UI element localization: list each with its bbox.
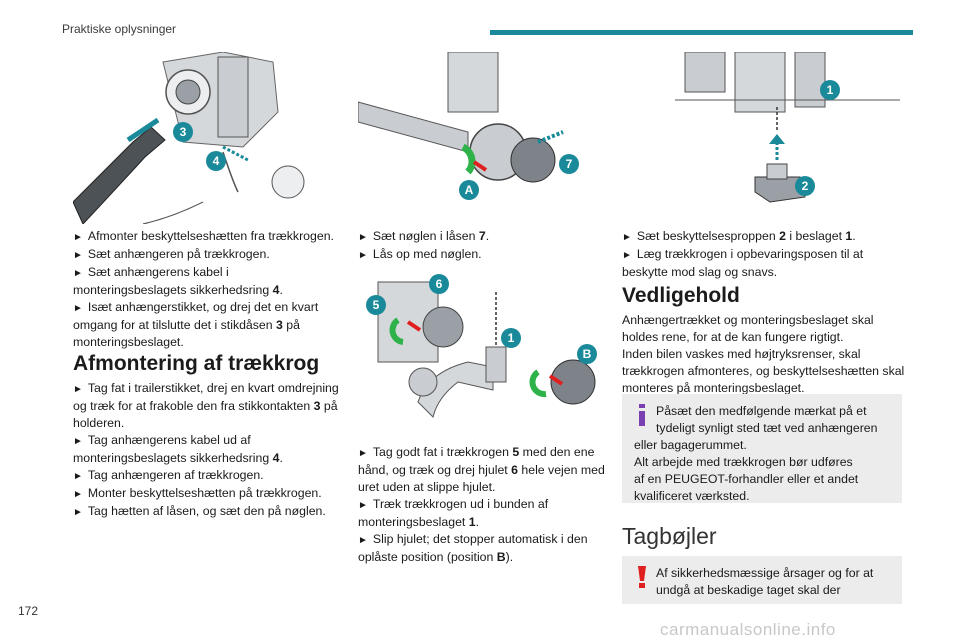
triangle-bullet-icon: ► xyxy=(73,250,83,261)
fig3-label-5: 5 xyxy=(373,298,380,312)
fig3-label-B: B xyxy=(583,347,592,361)
figure-connector-socket: 3 4 xyxy=(73,52,335,224)
triangle-bullet-icon: ► xyxy=(358,500,368,511)
page-header-title: Praktiske oplysninger xyxy=(62,22,177,36)
step-item: ►Slip hjulet; det stopper automatisk i d… xyxy=(358,532,588,564)
column-right-top: ►Sæt beskyttelsesproppen 2 i beslaget 1.… xyxy=(622,228,907,281)
column-middle-bottom: ►Tag godt fat i trækkrogen 5 med den ene… xyxy=(358,444,608,566)
warning-line: Af sikkerhedsmæssige årsager og for at xyxy=(656,566,874,580)
triangle-bullet-icon: ► xyxy=(73,384,83,395)
figure-key-lock: 7 A xyxy=(358,52,606,210)
heading-afmontering: Afmontering af trækkrog xyxy=(73,352,320,375)
info-line: Alt arbejde med trækkrogen bør udføres xyxy=(634,455,853,469)
info-icon xyxy=(639,404,645,426)
warning-line: undgå at beskadige taget skal der xyxy=(656,583,841,597)
header-accent-bar xyxy=(490,30,913,35)
triangle-bullet-icon: ► xyxy=(73,232,83,243)
fig1-label-3: 3 xyxy=(180,125,187,139)
fig1-label-4: 4 xyxy=(213,154,220,168)
triangle-bullet-icon: ► xyxy=(73,436,83,447)
fig3-label-6: 6 xyxy=(436,277,443,291)
paragraph: Anhængertrækket og monteringsbeslaget sk… xyxy=(622,313,874,344)
figure-protective-plug: 1 2 xyxy=(675,52,900,214)
triangle-bullet-icon: ► xyxy=(73,268,83,279)
triangle-bullet-icon: ► xyxy=(358,250,368,261)
triangle-bullet-icon: ► xyxy=(73,303,83,314)
triangle-bullet-icon: ► xyxy=(358,448,368,459)
step-item: ►Sæt anhængerens kabel i monteringsbesla… xyxy=(73,265,283,297)
page-number: 172 xyxy=(18,604,39,618)
fig4-label-2: 2 xyxy=(802,179,809,193)
step-item: ►Træk trækkrogen ud i bunden af monterin… xyxy=(358,497,549,529)
triangle-bullet-icon: ► xyxy=(73,507,83,518)
info-notice-box: Påsæt den medfølgende mærkat på et tydel… xyxy=(622,394,902,503)
triangle-bullet-icon: ► xyxy=(73,489,83,500)
step-item: ►Tag hætten af låsen, og sæt den på nøgl… xyxy=(73,504,326,518)
info-line: af en PEUGEOT-forhandler eller et andet xyxy=(634,472,859,486)
step-item: ►Sæt nøglen i låsen 7. xyxy=(358,229,490,243)
step-item: ►Sæt anhængeren på trækkrogen. xyxy=(73,247,270,261)
step-item: ►Tag fat i trailerstikket, drej en kvart… xyxy=(73,381,339,430)
triangle-bullet-icon: ► xyxy=(73,471,83,482)
triangle-bullet-icon: ► xyxy=(358,232,368,243)
heading-tagbojler: Tagbøjler xyxy=(622,523,717,549)
step-item: ►Læg trækkrogen i opbevaringsposen til a… xyxy=(622,247,864,279)
paragraph: Inden bilen vaskes med højtryksrenser, s… xyxy=(622,347,905,395)
info-line: kvalificeret værksted. xyxy=(634,489,750,503)
step-item: ►Lås op med nøglen. xyxy=(358,247,482,261)
watermark-text: carmanualsonline.info xyxy=(660,620,836,639)
heading-vedligehold: Vedligehold xyxy=(622,284,740,307)
warning-exclamation-icon xyxy=(638,566,646,588)
step-item: ►Afmonter beskyttelseshætten fra trækkro… xyxy=(73,229,334,243)
fig2-label-7: 7 xyxy=(566,157,573,171)
step-item: ►Tag godt fat i trækkrogen 5 med den ene… xyxy=(358,445,605,494)
triangle-bullet-icon: ► xyxy=(622,250,632,261)
step-item: ►Tag anhængeren af trækkrogen. xyxy=(73,468,264,482)
column-middle-top: ►Sæt nøglen i låsen 7. ►Lås op med nøgle… xyxy=(358,228,608,264)
figure-towbar-removal: 5 6 1 B xyxy=(358,272,608,432)
warning-notice-box: Af sikkerhedsmæssige årsager og for at u… xyxy=(622,556,902,604)
maintenance-text: Anhængertrækket og monteringsbeslaget sk… xyxy=(622,312,907,397)
step-item: ►Sæt beskyttelsesproppen 2 i beslaget 1. xyxy=(622,229,856,243)
fig3-label-1: 1 xyxy=(508,331,515,345)
step-item: ►Tag anhængerens kabel ud af monteringsb… xyxy=(73,433,283,465)
info-line: tydeligt synligt sted tæt ved anhængeren xyxy=(656,421,878,435)
info-line: Påsæt den medfølgende mærkat på et xyxy=(656,404,867,418)
triangle-bullet-icon: ► xyxy=(358,535,368,546)
step-item: ►Monter beskyttelseshætten på trækkrogen… xyxy=(73,486,322,500)
fig4-label-1: 1 xyxy=(827,83,834,97)
triangle-bullet-icon: ► xyxy=(622,232,632,243)
fig2-label-A: A xyxy=(465,183,474,197)
column-left-removal: ►Tag fat i trailerstikket, drej en kvart… xyxy=(73,380,343,521)
column-left: ►Afmonter beskyttelseshætten fra trækkro… xyxy=(73,228,343,351)
info-line: eller bagagerummet. xyxy=(634,438,747,452)
step-item: ►Isæt anhængerstikket, og drej det en kv… xyxy=(73,300,319,349)
